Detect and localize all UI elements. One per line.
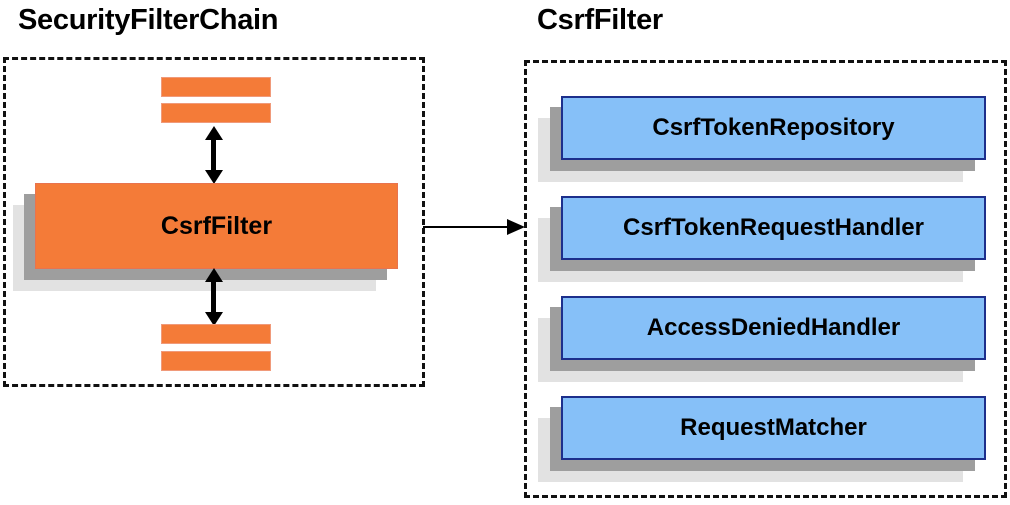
connector-arrow-right bbox=[423, 219, 525, 235]
arrow-head-right-icon bbox=[507, 219, 525, 235]
arrow-head-up-icon bbox=[205, 268, 223, 282]
filter-bar-bottom-2 bbox=[161, 351, 271, 371]
filter-bar-top-1 bbox=[161, 77, 271, 97]
right-panel-title: CsrfFilter bbox=[537, 4, 663, 36]
node-label: CsrfTokenRequestHandler bbox=[561, 196, 986, 260]
arrow-shaft bbox=[211, 280, 216, 314]
node-csrf-filter-label: CsrfFilter bbox=[35, 183, 398, 269]
node-label: AccessDeniedHandler bbox=[561, 296, 986, 360]
arrow-up-bidirectional bbox=[205, 126, 223, 184]
filter-bar-top-2 bbox=[161, 103, 271, 123]
security-filter-chain-panel bbox=[3, 57, 425, 387]
node-label: CsrfTokenRepository bbox=[561, 96, 986, 160]
node-label: RequestMatcher bbox=[561, 396, 986, 460]
arrow-head-down-icon bbox=[205, 312, 223, 326]
node-access-denied-handler[interactable]: AccessDeniedHandler bbox=[538, 296, 986, 382]
arrow-down-bidirectional bbox=[205, 268, 223, 326]
arrow-head-up-icon bbox=[205, 126, 223, 140]
arrow-shaft bbox=[423, 226, 509, 228]
filter-bar-bottom-1 bbox=[161, 324, 271, 344]
left-panel-title: SecurityFilterChain bbox=[18, 4, 279, 36]
node-csrf-filter[interactable]: CsrfFilter bbox=[13, 183, 398, 291]
arrow-head-down-icon bbox=[205, 170, 223, 184]
csrf-filter-panel bbox=[524, 60, 1007, 498]
node-request-matcher[interactable]: RequestMatcher bbox=[538, 396, 986, 482]
node-csrf-token-repository[interactable]: CsrfTokenRepository bbox=[538, 96, 986, 182]
node-csrf-token-request-handler[interactable]: CsrfTokenRequestHandler bbox=[538, 196, 986, 282]
arrow-shaft bbox=[211, 138, 216, 172]
